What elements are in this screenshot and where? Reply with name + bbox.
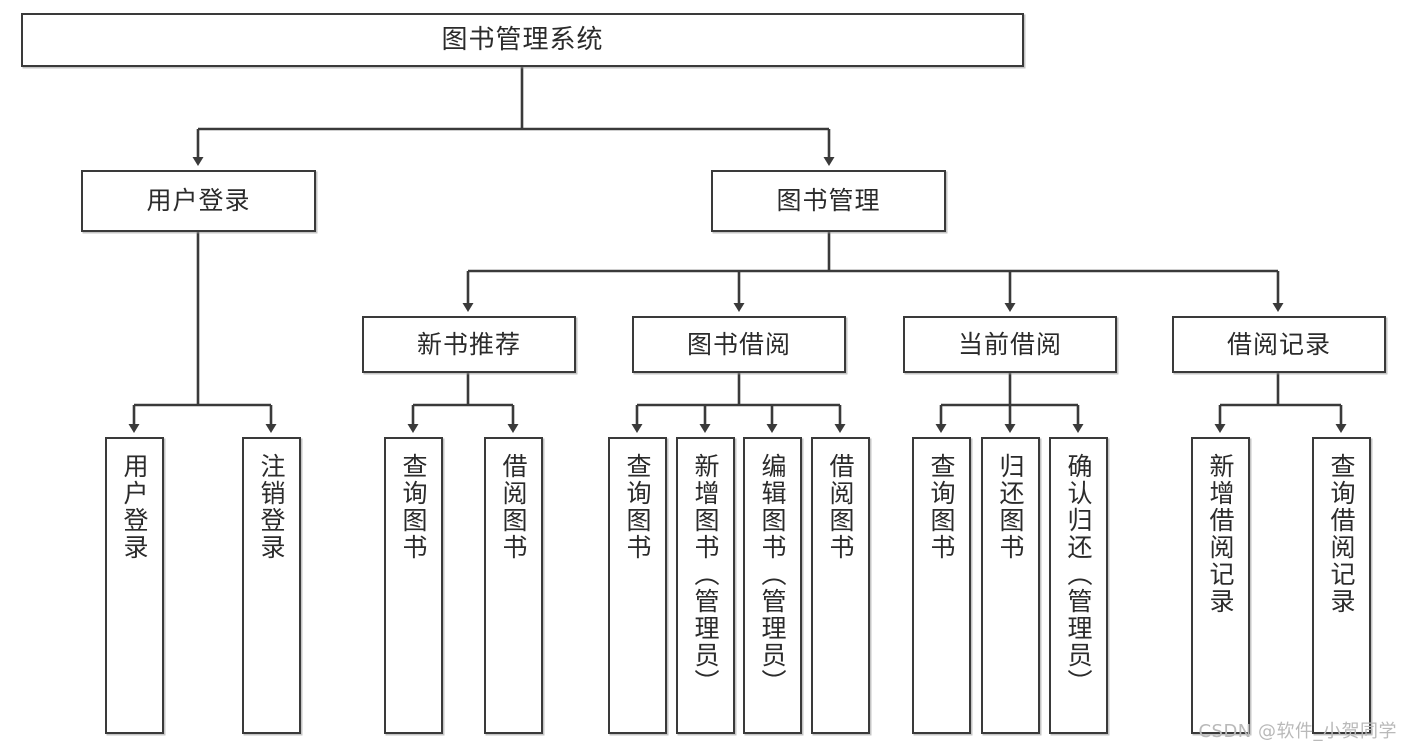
node-label: 用户登录 [146, 186, 251, 216]
leaf-label: 查询图书 [623, 453, 652, 561]
node-user-login[interactable]: 用户登录 [81, 170, 316, 232]
node-current-borrowing[interactable]: 当前借阅 [903, 316, 1117, 373]
leaf-user-logout[interactable]: 注销登录 [242, 437, 301, 734]
node-label: 图书管理 [776, 186, 881, 216]
node-borrowing-record[interactable]: 借阅记录 [1172, 316, 1386, 373]
leaf-label: 注销登录 [257, 453, 286, 561]
leaf-label: 查询图书 [927, 453, 956, 561]
leaf-add-borrowing-record[interactable]: 新增借阅记录 [1191, 437, 1250, 734]
leaf-label: 归还图书 [996, 453, 1025, 561]
node-label: 图书管理系统 [441, 24, 604, 55]
leaf-label: 确认归还（管理员） [1064, 453, 1093, 696]
leaf-query-book-recommendation[interactable]: 查询图书 [384, 437, 443, 734]
csdn-watermark: CSDN @软件_小贺同学 [1198, 721, 1397, 742]
leaf-label: 借阅图书 [499, 453, 528, 561]
leaf-confirm-return-admin[interactable]: 确认归还（管理员） [1049, 437, 1108, 734]
node-label: 新书推荐 [416, 329, 521, 359]
node-book-borrowing[interactable]: 图书借阅 [632, 316, 846, 373]
leaf-label: 借阅图书 [826, 453, 855, 561]
leaf-user-login[interactable]: 用户登录 [105, 437, 164, 734]
node-new-book-recommendation[interactable]: 新书推荐 [362, 316, 576, 373]
node-label: 图书借阅 [686, 329, 791, 359]
node-root-book-management-system[interactable]: 图书管理系统 [21, 13, 1024, 67]
leaf-label: 查询图书 [399, 453, 428, 561]
node-label: 借阅记录 [1226, 329, 1331, 359]
leaf-label: 查询借阅记录 [1327, 453, 1356, 615]
node-book-management[interactable]: 图书管理 [711, 170, 946, 232]
node-label: 当前借阅 [957, 329, 1062, 359]
leaf-label: 用户登录 [120, 453, 149, 561]
leaf-borrow-book[interactable]: 借阅图书 [811, 437, 870, 734]
leaf-label: 编辑图书（管理员） [758, 453, 787, 696]
leaf-borrow-book-recommendation[interactable]: 借阅图书 [484, 437, 543, 734]
leaf-label: 新增图书（管理员） [691, 453, 720, 696]
leaf-query-borrowing-record[interactable]: 查询借阅记录 [1312, 437, 1371, 734]
leaf-return-book[interactable]: 归还图书 [981, 437, 1040, 734]
leaf-query-book-borrowing[interactable]: 查询图书 [608, 437, 667, 734]
leaf-edit-book-admin[interactable]: 编辑图书（管理员） [743, 437, 802, 734]
leaf-add-book-admin[interactable]: 新增图书（管理员） [676, 437, 735, 734]
leaf-query-book-current[interactable]: 查询图书 [912, 437, 971, 734]
leaf-label: 新增借阅记录 [1206, 453, 1235, 615]
